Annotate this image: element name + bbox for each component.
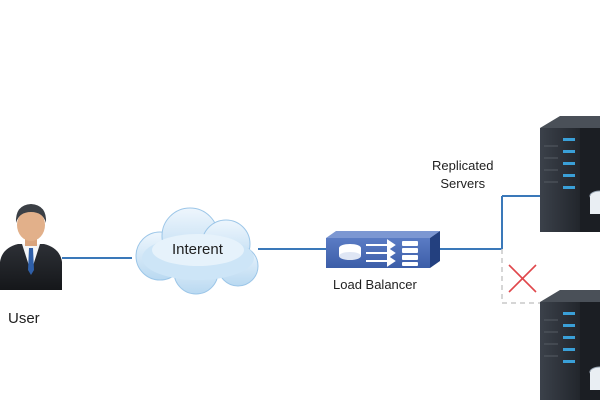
businessman-icon — [0, 204, 62, 290]
server-rack-icon — [540, 290, 600, 400]
replicated-servers-label-line1: Replicated — [432, 158, 494, 173]
cloud-icon — [135, 207, 259, 295]
failed-link — [501, 249, 545, 304]
load-balancer-label: Load Balancer — [333, 277, 417, 292]
internet-label: Interent — [172, 241, 223, 258]
link-loadbalancer-servers — [440, 195, 545, 250]
load-balancer-icon — [326, 231, 440, 268]
replicated-servers-label: Replicated Servers — [432, 157, 493, 193]
server-rack-icon — [540, 116, 600, 232]
replicated-servers-label-line2: Servers — [440, 176, 486, 191]
failure-x-icon — [508, 264, 537, 293]
user-label: User — [8, 310, 40, 327]
